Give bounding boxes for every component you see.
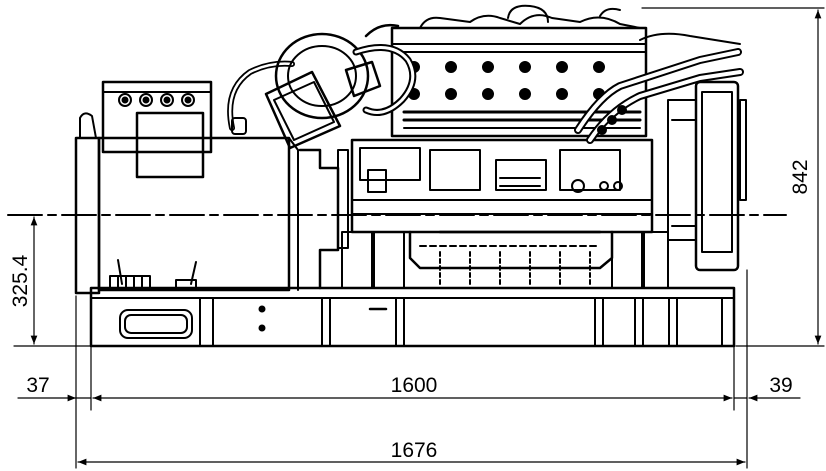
dimension-lines [13, 7, 825, 469]
radiator-assembly [574, 48, 747, 272]
alternator [74, 80, 299, 295]
base-frame [89, 286, 736, 348]
dim-left-overhang: 37 [26, 374, 49, 397]
dim-overall-length: 1676 [391, 439, 438, 462]
dimension-labels: 842 325.4 37 1600 39 1676 [9, 159, 812, 462]
dim-height-total: 842 [789, 159, 812, 194]
dim-base-length: 1600 [391, 374, 438, 397]
dim-right-overhang: 39 [769, 374, 792, 397]
air-intake [227, 23, 417, 150]
dim-center-height: 325.4 [9, 254, 32, 307]
